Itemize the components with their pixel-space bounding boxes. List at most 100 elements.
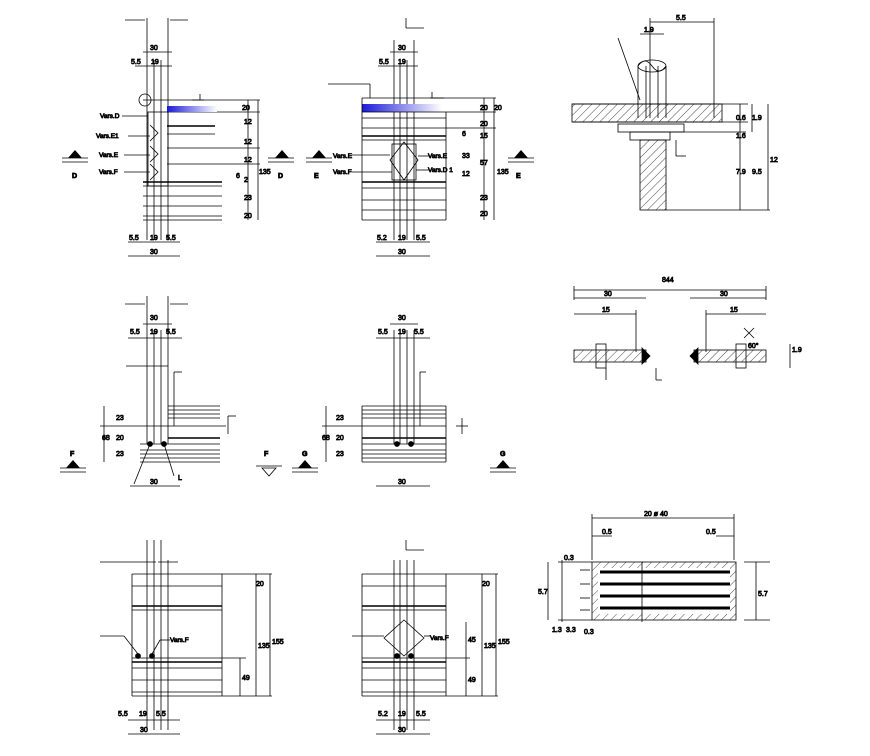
label-vars-e-right: Vars.E (428, 153, 448, 160)
dim-bl: 5.5 (129, 235, 139, 242)
dim-r20: 20 (242, 105, 250, 112)
base-plate-detail (547, 514, 770, 622)
dim-r23: 23 (244, 195, 252, 202)
dim-05a: 0.5 (602, 529, 612, 536)
dim-angle: 60° (748, 342, 759, 350)
dim-r23a: 23 (116, 415, 124, 422)
section-mark-g-right: G (500, 451, 506, 458)
dim-r12: 12 (462, 171, 470, 178)
label-vars-e: Vars.E (99, 152, 119, 159)
dim-total: 68 (102, 435, 110, 442)
dim-33: 3.3 (566, 627, 576, 634)
dim-13: 1.3 (552, 627, 562, 634)
dim-r19: 1.9 (752, 115, 762, 122)
label-l: L (178, 475, 182, 482)
section-mark-e-left: E (314, 173, 319, 180)
dim-r20c: 20 (480, 121, 488, 128)
dim-r135: 135 (484, 643, 496, 650)
dim-03b: 0.3 (584, 629, 594, 636)
dim-br: 5.5 (166, 235, 176, 242)
dim-br: 5.5 (416, 711, 426, 718)
dim-r20b: 20 (244, 213, 252, 220)
dim-r15: 15 (480, 133, 488, 140)
dim-03: 0.3 (564, 555, 574, 562)
dim-b30: 30 (150, 249, 158, 256)
dim-bm: 19 (139, 711, 147, 718)
dim-r79: 7.9 (736, 169, 746, 176)
dim-bm: 19 (398, 711, 406, 718)
dim-r20: 20 (116, 435, 124, 442)
dim-r16: 1.6 (736, 133, 746, 140)
dim-15a: 15 (602, 307, 610, 314)
dim-r12c: 12 (244, 157, 252, 164)
dim-r57: 57 (480, 160, 488, 167)
section-mark-g-left: G (302, 451, 308, 458)
dim-r49: 49 (468, 677, 476, 684)
elevation-i-view (352, 540, 498, 735)
anchor-bolt-detail (571, 18, 770, 211)
dim-r20: 20 (256, 581, 264, 588)
rod-splice-detail (573, 286, 791, 381)
dim-b30: 30 (398, 479, 406, 486)
dim-r155: 155 (498, 639, 510, 646)
dim-r20a: 20 (480, 105, 488, 112)
dim-top-30: 30 (150, 315, 158, 322)
dim-r23a: 23 (336, 415, 344, 422)
dim-b30: 30 (398, 249, 406, 256)
dim-30b: 30 (720, 291, 728, 298)
dim-bl: 5.5 (118, 711, 128, 718)
label-vars-d: Vars.D (100, 113, 120, 120)
dim-bm: 19 (150, 235, 158, 242)
section-g-view (292, 323, 516, 487)
dim-w55: 5.5 (676, 15, 686, 22)
dim-r45: 45 (468, 637, 476, 644)
dim-mid: 19 (398, 59, 406, 66)
label-vars-f: Vars.F (333, 169, 352, 176)
elevation-h-view (100, 540, 272, 735)
dim-r12: 12 (770, 157, 778, 164)
section-mark-f-right: F (264, 451, 269, 458)
dim-r2: 2 (244, 177, 248, 184)
dim-r23: 23 (480, 195, 488, 202)
section-mark-d-left: D (72, 173, 77, 180)
section-mark-d-right: D (278, 173, 283, 180)
dim-b30: 30 (140, 727, 148, 734)
section-mark-e-right: E (516, 173, 521, 180)
dim-b30: 30 (150, 479, 158, 486)
dim-r06: 0.6 (736, 115, 746, 122)
dim-tm: 19 (150, 329, 158, 336)
dim-top-30: 30 (398, 315, 406, 322)
dim-r23b: 23 (116, 451, 124, 458)
dim-tl: 5.5 (130, 329, 140, 336)
dim-05b: 0.5 (706, 529, 716, 536)
plate-title: 20 ø 40 (644, 511, 668, 518)
dim-mid: 19 (151, 59, 159, 66)
dim-top-30: 30 (398, 45, 406, 52)
label-vars-f: Vars.F (430, 635, 449, 642)
section-d-view (62, 18, 294, 257)
section-f-view (60, 296, 282, 487)
dim-left: 5.5 (379, 59, 389, 66)
label-vars-e: Vars.E (333, 153, 353, 160)
dim-r20: 20 (336, 435, 344, 442)
label-vars-f: Vars.F (99, 169, 118, 176)
dim-30a: 30 (604, 291, 612, 298)
dim-b30: 30 (398, 727, 406, 734)
dim-tl: 5.5 (378, 329, 388, 336)
dim-bl: 5.2 (378, 711, 388, 718)
dim-total: 135 (259, 169, 271, 176)
dim-15b: 15 (730, 307, 738, 314)
dim-total: 135 (497, 169, 509, 176)
dim-19: 1.9 (792, 347, 802, 354)
dim-r20: 20 (482, 581, 490, 588)
label-vars-f: Vars.F (170, 637, 189, 644)
dim-r20d: 20 (480, 211, 488, 218)
dim-bm: 19 (398, 235, 406, 242)
dim-r49: 49 (242, 675, 250, 682)
dim-w19: 1.9 (644, 27, 654, 34)
dim-br: 5.5 (416, 235, 426, 242)
dim-r12a: 12 (244, 119, 252, 126)
section-mark-f-left: F (70, 451, 75, 458)
dim-total: 68 (322, 435, 330, 442)
